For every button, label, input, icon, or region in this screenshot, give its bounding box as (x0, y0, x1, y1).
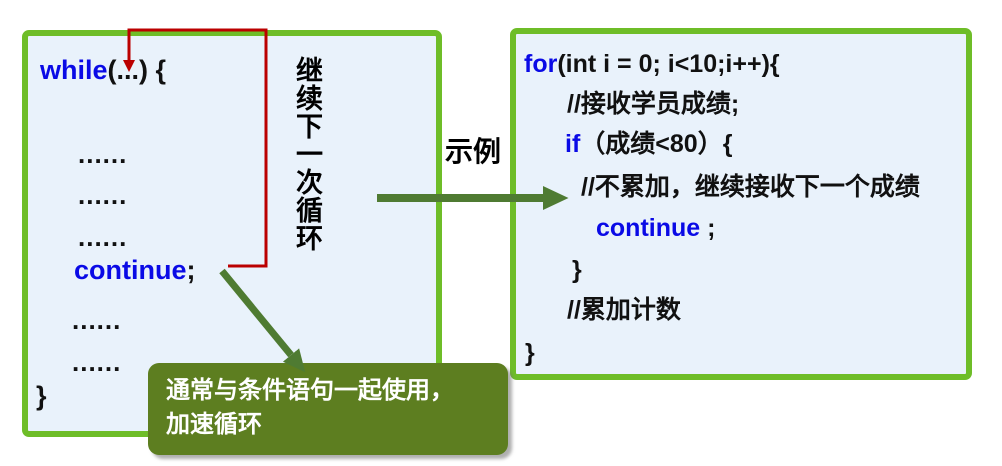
ellipsis-line: ...... (78, 180, 128, 210)
ellipsis-line: ...... (72, 347, 122, 377)
for-code-box: for(int i = 0; i<10;i++){ //接收学员成绩; if（成… (510, 28, 972, 380)
while-line: while(...) { (40, 55, 166, 86)
inner-closing-brace: } (572, 256, 582, 284)
continue-keyword: continue (596, 214, 701, 242)
closing-brace: } (525, 339, 535, 367)
ellipsis-line: ...... (78, 222, 128, 252)
for-keyword: for (524, 50, 558, 78)
if-keyword: if (565, 130, 581, 158)
for-line: for(int i = 0; i<10;i++){ (524, 50, 780, 79)
if-line: if（成绩<80）{ (565, 130, 732, 159)
vertical-note-continue-next-loop: 继续下一次循环 (292, 56, 322, 252)
ellipsis-line: ...... (72, 305, 122, 335)
comment-no-accumulate: //不累加，继续接收下一个成绩 (581, 173, 920, 201)
callout-text-line2: 加速循环 (166, 411, 262, 438)
continue-statement: continue ; (596, 214, 715, 243)
comment-receive-score: //接收学员成绩; (567, 90, 740, 118)
continue-semicolon: ; (700, 214, 716, 242)
callout-usage-note: 通常与条件语句一起使用， 加速循环 (148, 363, 508, 455)
comment-accumulate-count: //累加计数 (567, 296, 681, 324)
example-label: 示例 (445, 136, 502, 167)
while-line-rest: (...) { (107, 55, 167, 85)
for-line-rest: (int i = 0; i<10;i++){ (557, 50, 780, 78)
closing-brace: } (36, 381, 47, 411)
continue-statement: continue; (74, 255, 196, 286)
continue-keyword: continue (74, 255, 187, 285)
callout-text-line1: 通常与条件语句一起使用， (166, 377, 454, 404)
ellipsis-line: ...... (78, 139, 128, 169)
if-line-rest: （成绩<80）{ (580, 130, 733, 158)
continue-semicolon: ; (186, 255, 196, 285)
while-keyword: while (40, 55, 108, 85)
